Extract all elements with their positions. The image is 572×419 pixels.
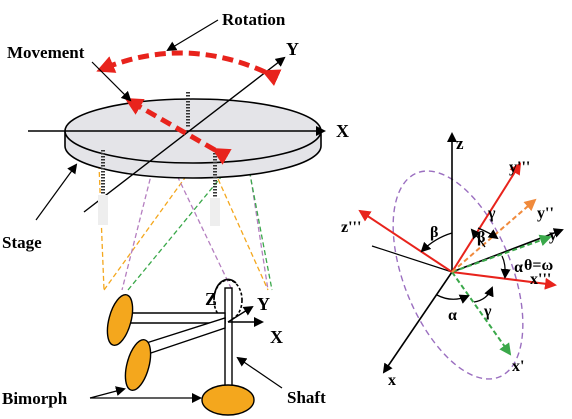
euler-angle-diagram: z y''' y'' y' z''' x''' x' x β γ β α θ=ω… (341, 132, 564, 389)
stage-leader (35, 163, 78, 221)
axis-z3 (358, 209, 453, 273)
stage-assembly: Rotation Movement Y X Stage (2, 10, 349, 291)
bimorph-label: Bimorph (2, 389, 68, 408)
stage-label: Stage (2, 233, 42, 252)
label-y2: y'' (537, 205, 554, 222)
movement-label: Movement (7, 43, 85, 62)
axis-y3 (451, 162, 522, 273)
movement-leader (91, 61, 132, 102)
bimorph-y-label: Y (257, 294, 270, 314)
label-alpha-bottom: α (448, 307, 457, 324)
axis-x1 (451, 271, 512, 356)
axis-y1 (451, 234, 552, 273)
axis-y2 (451, 198, 537, 273)
stage-x-label: X (336, 121, 349, 141)
label-x3: x''' (530, 271, 551, 288)
beta-arc-left (420, 232, 453, 253)
bimorph-leader-1 (89, 386, 126, 399)
bimorph-z-label: Z (205, 289, 217, 309)
label-alpha-right: α (514, 259, 523, 276)
shaft-shadows (98, 195, 220, 226)
bimorph-assembly: Z Y X Bimorph Shaft (2, 278, 326, 416)
rotation-plane-ellipse (392, 170, 524, 380)
label-x1: x' (512, 358, 524, 375)
bimorph-plate-1 (106, 294, 134, 346)
bimorph-beam-1 (122, 312, 226, 324)
label-beta-left: β (430, 224, 438, 241)
label-beta-right: β (477, 229, 485, 246)
axis-x-back (371, 245, 453, 273)
label-z3: z''' (341, 219, 361, 236)
alpha-arc-right (500, 255, 511, 279)
axis-x (382, 271, 453, 374)
label-gamma-bottom: γ (483, 303, 492, 320)
beta-arc-right (470, 228, 486, 248)
bimorph-y-axis (227, 305, 254, 323)
alpha-arc-bottom (436, 294, 470, 304)
label-gamma-top: γ (487, 205, 496, 222)
label-y1: y' (549, 227, 561, 244)
label-z: z (456, 134, 464, 153)
bimorph-x-label: X (270, 327, 283, 347)
label-x: x (388, 372, 396, 389)
z-rotation-arc (213, 278, 237, 301)
rotation-arrow (96, 50, 282, 86)
gamma-arc-bottom (473, 286, 494, 303)
label-y3: y''' (509, 159, 530, 176)
rotation-label: Rotation (222, 10, 286, 29)
rotation-leader (166, 19, 219, 52)
shaft (224, 287, 233, 397)
stage-y-label: Y (286, 39, 299, 59)
bimorph-plate-2 (124, 339, 152, 391)
shaft-label: Shaft (287, 388, 326, 407)
label-theta: θ=ω (524, 257, 553, 274)
shaft-base-plate (201, 384, 255, 416)
shaft-leader (236, 356, 283, 389)
